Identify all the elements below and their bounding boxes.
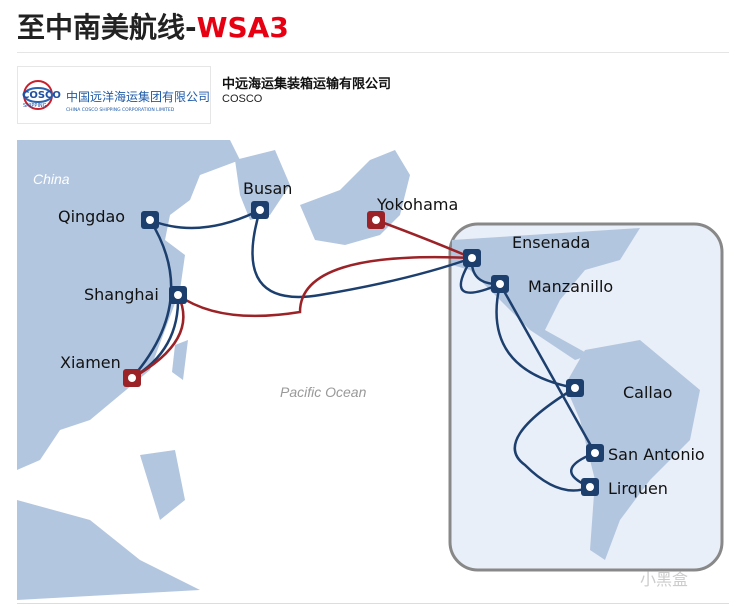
port-label-manzanillo: Manzanillo — [528, 277, 613, 296]
route-code: WSA3 — [196, 11, 289, 44]
divider — [17, 52, 729, 53]
label-pacific: Pacific Ocean — [280, 384, 367, 400]
port-label-yokohama: Yokohama — [376, 195, 458, 214]
land-taiwan — [172, 340, 188, 380]
port-label-xiamen: Xiamen — [60, 353, 121, 372]
port-dot — [571, 384, 579, 392]
port-dot — [586, 483, 594, 491]
svg-text:SHIPPING: SHIPPING — [23, 103, 47, 109]
land-korea — [235, 150, 290, 220]
port-dot — [468, 254, 476, 262]
route-ensenada-shanghai — [177, 255, 473, 318]
port-label-ensenada: Ensenada — [512, 233, 590, 252]
route-yokohama-ensenada — [375, 218, 473, 260]
port-dot — [128, 374, 136, 382]
title-prefix: 至中南美航线- — [17, 11, 197, 44]
route-busan-ensenada — [251, 209, 473, 299]
route-map: China Pacific Ocean Qingdao Busan Yokoha… — [17, 140, 724, 600]
port-label-lirquen: Lirquen — [608, 479, 668, 498]
label-china: China — [33, 171, 70, 187]
port-label-busan: Busan — [243, 179, 292, 198]
carrier-short-name: COSCO — [222, 93, 263, 105]
page-title: 至中南美航线-WSA3 — [17, 6, 289, 46]
land-indonesia — [17, 500, 200, 600]
svg-text:中国远洋海运集团有限公司: 中国远洋海运集团有限公司 — [66, 89, 210, 104]
port-dot — [591, 449, 599, 457]
route-shanghai-xiamen — [131, 294, 185, 380]
watermark: 小黑盒 — [640, 571, 688, 589]
port-dot — [146, 216, 154, 224]
port-label-san-antonio: San Antonio — [608, 445, 705, 464]
port-label-shanghai: Shanghai — [84, 285, 159, 304]
route-callao-lirquen — [513, 386, 591, 492]
port-dot — [496, 280, 504, 288]
svg-text:COSCO: COSCO — [22, 90, 61, 101]
port-label-qingdao: Qingdao — [58, 207, 125, 226]
divider — [17, 603, 729, 604]
land-philippines — [140, 450, 185, 520]
carrier-logo: COSCO SHIPPING 中国远洋海运集团有限公司 CHINA COSCO … — [17, 66, 211, 124]
port-label-callao: Callao — [623, 383, 672, 402]
route-sanantonio-manzanillo — [498, 283, 597, 454]
land-asia — [17, 140, 240, 470]
land-south-america — [565, 340, 700, 560]
land-north-america — [452, 228, 640, 360]
carrier-name: 中远海运集装箱运输有限公司 — [222, 77, 392, 92]
svg-text:CHINA COSCO SHIPPING CORPORATI: CHINA COSCO SHIPPING CORPORATION LIMITED — [66, 107, 175, 113]
port-dot — [372, 216, 380, 224]
route-qingdao-busan — [149, 208, 261, 230]
port-dot — [174, 291, 182, 299]
port-dot — [256, 206, 264, 214]
